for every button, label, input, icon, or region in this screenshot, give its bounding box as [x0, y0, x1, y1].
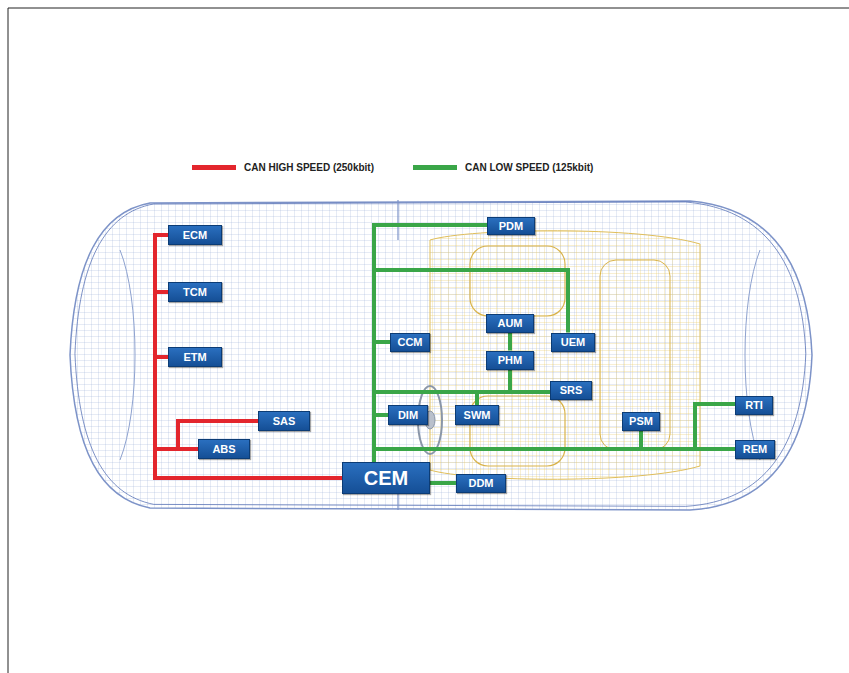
ecu-box: UEM: [551, 333, 595, 352]
module-label: ECM: [183, 229, 207, 241]
can-bus-line: [508, 333, 512, 351]
can-bus-line: [430, 481, 456, 485]
module-label: SAS: [273, 415, 296, 427]
ecu-box: DDM: [456, 474, 506, 493]
can-bus-line: [374, 404, 735, 462]
module-label: PDM: [499, 220, 523, 232]
module-label: DDM: [468, 477, 493, 489]
can-bus-line: [155, 235, 342, 478]
ecu-box: ECM: [168, 225, 222, 245]
ecu-box: DIM: [388, 405, 428, 425]
ecu-box: RTI: [735, 396, 773, 415]
module-label: REM: [743, 443, 767, 455]
ecu-box: PSM: [622, 412, 660, 431]
module-label: DIM: [398, 409, 418, 421]
module-label: ETM: [183, 351, 206, 363]
frame-line: [8, 8, 9, 673]
legend-swatch: [192, 165, 236, 170]
ecu-box: TCM: [168, 282, 222, 302]
module-label: RTI: [745, 399, 763, 411]
can-bus-line: [155, 292, 342, 478]
can-bus-line: [374, 392, 550, 462]
can-bus-line: [374, 431, 641, 463]
module-label: PSM: [629, 415, 653, 427]
ecu-box: PHM: [486, 351, 534, 370]
ecu-box: SAS: [258, 411, 310, 431]
ecu-box: CCM: [390, 333, 430, 352]
legend-swatch: [413, 165, 457, 170]
can-bus-line: [374, 392, 477, 462]
can-bus-line: [155, 421, 342, 478]
module-label: SRS: [560, 384, 583, 396]
frame-line: [8, 8, 849, 9]
car-body: [70, 200, 812, 510]
can-bus-line: [374, 225, 487, 462]
can-bus-line: [374, 270, 568, 462]
ecu-box: ETM: [168, 347, 222, 367]
can-bus-line: [374, 415, 388, 462]
ecu-box: CEM: [342, 462, 430, 494]
ecu-box: PDM: [487, 217, 535, 235]
can-bus-line: [155, 357, 342, 478]
module-label: CEM: [364, 467, 408, 490]
ecu-box: ABS: [198, 439, 250, 459]
can-bus-line: [374, 342, 390, 462]
module-label: TCM: [183, 286, 207, 298]
module-label: UEM: [561, 336, 585, 348]
can-bus-line: [374, 449, 735, 462]
legend-entry: CAN LOW SPEED (125kbit): [413, 162, 593, 173]
module-label: SWM: [464, 409, 491, 421]
module-label: ABS: [212, 443, 235, 455]
module-label: PHM: [498, 354, 522, 366]
module-label: AUM: [497, 317, 522, 329]
ecu-box: REM: [735, 440, 775, 459]
legend-entry: CAN HIGH SPEED (250kbit): [192, 162, 374, 173]
module-label: CCM: [397, 336, 422, 348]
legend-text: CAN LOW SPEED (125kbit): [465, 162, 593, 173]
ecu-box: AUM: [486, 314, 534, 333]
ecu-box: SWM: [455, 405, 499, 425]
ecu-box: SRS: [550, 381, 592, 400]
legend-text: CAN HIGH SPEED (250kbit): [244, 162, 374, 173]
